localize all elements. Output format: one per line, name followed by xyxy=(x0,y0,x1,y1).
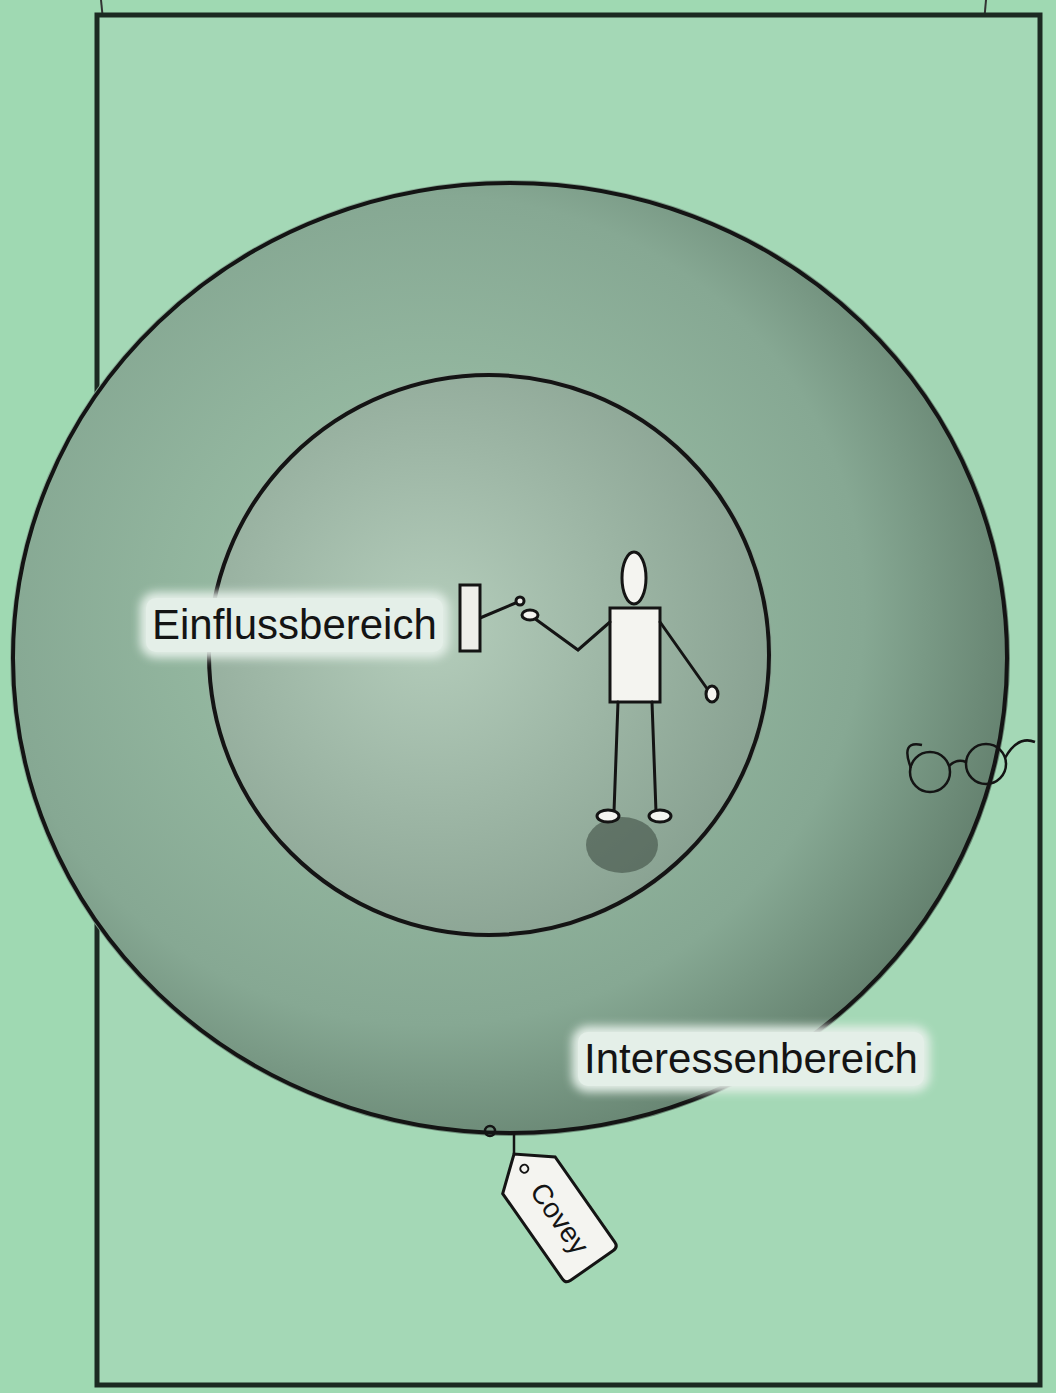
node-label: Einflussbereich xyxy=(146,598,443,652)
figure-foot xyxy=(597,810,619,822)
concern-fill xyxy=(10,180,1010,1136)
circle-outline xyxy=(209,375,769,935)
node-label: Interessenbereich xyxy=(578,1032,924,1086)
figure-leg xyxy=(652,702,656,812)
figure-hand xyxy=(706,686,718,702)
figure-body xyxy=(610,608,660,702)
node-outline xyxy=(10,180,1010,1136)
figure-head xyxy=(622,552,646,604)
figure-arm xyxy=(534,618,610,650)
figure-arm xyxy=(660,622,708,690)
glasses-bridge xyxy=(949,761,966,766)
glasses-icon xyxy=(907,740,1035,792)
figure-hand xyxy=(522,610,538,620)
stick-figure xyxy=(522,552,718,822)
switch-plate xyxy=(460,585,480,651)
tag-hole xyxy=(519,1163,530,1174)
tag-outline xyxy=(488,1136,618,1284)
lever-switch xyxy=(460,585,524,651)
figure-leg xyxy=(614,702,618,812)
node-outline xyxy=(206,372,772,938)
switch-rod xyxy=(480,602,518,618)
concern-circle: EinflussbereichInteressenbereich xyxy=(10,180,1010,1136)
glasses-temple xyxy=(1005,740,1035,758)
figure-shadow xyxy=(586,817,658,873)
glasses-temple xyxy=(907,744,922,768)
tag-string xyxy=(513,1133,516,1154)
figure-foot xyxy=(649,810,671,822)
switch-knob xyxy=(516,597,524,605)
influence-circle: Einflussbereich xyxy=(206,372,772,938)
glasses-lens xyxy=(910,752,950,792)
influence-fill xyxy=(206,372,772,938)
circle-outline xyxy=(13,183,1007,1133)
glasses-lens xyxy=(966,744,1006,784)
